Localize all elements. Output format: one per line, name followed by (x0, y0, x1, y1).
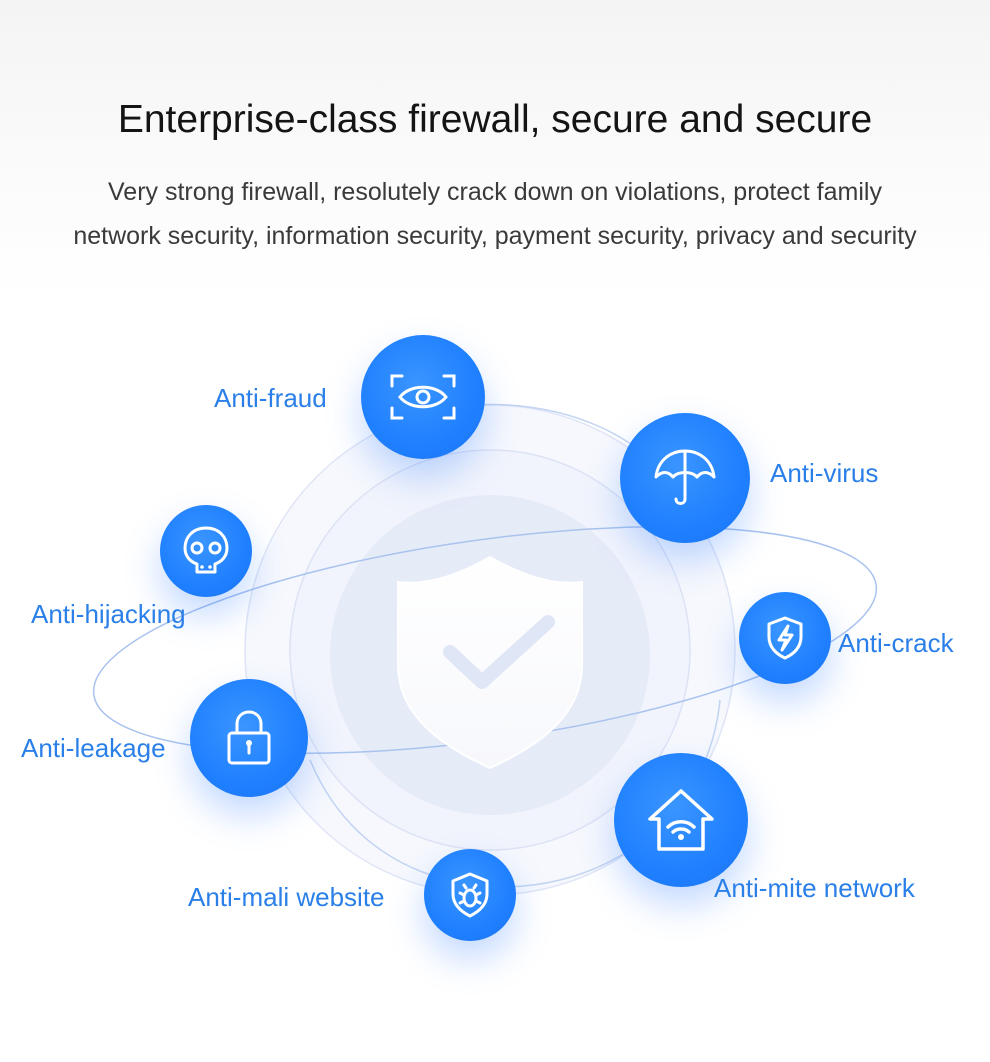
anti-hijacking-label: Anti-hijacking (31, 599, 186, 629)
padlock-icon (227, 710, 271, 765)
shield-lightning-icon (767, 616, 803, 660)
anti-virus-label: Anti-virus (770, 458, 879, 488)
anti-virus-badge (620, 413, 750, 543)
anti-leakage-label: Anti-leakage (21, 733, 166, 763)
anti-mite-network-badge (614, 753, 748, 887)
anti-mite-network-label: Anti-mite network (714, 873, 915, 903)
home-wifi-icon (648, 789, 714, 851)
anti-fraud-label: Anti-fraud (214, 383, 327, 413)
anti-hijacking-badge (160, 505, 252, 597)
anti-leakage-badge (190, 679, 308, 797)
shield-bug-icon (451, 872, 489, 918)
anti-mali-website-badge (424, 849, 516, 941)
shield-check-icon (397, 555, 583, 770)
page-title: Enterprise-class firewall, secure and se… (117, 98, 873, 141)
eye-scan-icon (390, 374, 456, 420)
anti-fraud-badge (361, 335, 485, 459)
anti-mali-website-label: Anti-mali website (188, 882, 385, 912)
subtitle-line-2: network security, information security, … (73, 222, 917, 250)
anti-crack-badge (739, 592, 831, 684)
skull-icon (183, 526, 229, 574)
umbrella-icon (654, 449, 716, 505)
anti-crack-label: Anti-crack (838, 628, 954, 658)
subtitle-line-1: Very strong firewall, resolutely crack d… (108, 178, 882, 206)
